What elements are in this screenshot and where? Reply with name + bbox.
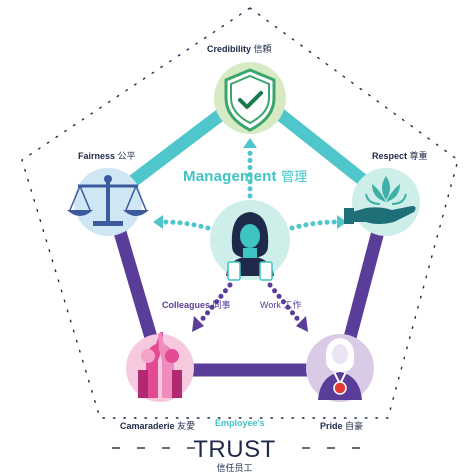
camaraderie-label: Camaraderie 友愛	[120, 419, 195, 432]
pride-label-en: Pride	[320, 421, 343, 431]
center-person-node	[210, 200, 290, 281]
lotus-hand-icon	[344, 176, 416, 224]
fairness-node	[67, 168, 149, 236]
fairness-label: Fairness 公平	[78, 149, 136, 162]
high-five-icon	[138, 332, 182, 398]
employees-label: Employee's	[215, 418, 265, 428]
medal-person-icon	[318, 338, 362, 400]
credibility-label: Credibility 信頼	[207, 42, 272, 55]
arrow-right	[289, 215, 347, 231]
credibility-label-zh: 信頼	[253, 44, 272, 54]
management-label-zh: 管理	[281, 169, 308, 184]
colleagues-label-zh: 同事	[212, 300, 231, 310]
management-label-en: Management	[183, 168, 277, 185]
fairness-label-zh: 公平	[117, 151, 136, 161]
fairness-label-en: Fairness	[78, 151, 116, 161]
camaraderie-node	[126, 332, 194, 402]
credibility-node	[214, 62, 286, 134]
respect-label-zh: 尊重	[409, 151, 428, 161]
camaraderie-label-zh: 友愛	[177, 421, 196, 431]
person-icon	[226, 212, 274, 281]
respect-label-en: Respect	[372, 151, 408, 161]
pride-label-zh: 自豪	[345, 421, 364, 431]
respect-label: Respect 尊重	[372, 149, 428, 162]
trust-title: TRUST	[193, 436, 276, 463]
arrow-up	[243, 138, 257, 199]
trust-subtitle: 信任员工	[216, 463, 253, 473]
colleagues-label-en: Colleagues	[162, 300, 211, 310]
management-label: Management 管理	[183, 166, 307, 185]
camaraderie-label-en: Camaraderie	[120, 421, 175, 431]
credibility-label-en: Credibility	[207, 44, 252, 54]
work-label: Work 工作	[260, 298, 301, 311]
respect-node	[344, 168, 420, 236]
pride-node	[306, 334, 374, 402]
colleagues-label: Colleagues 同事	[162, 298, 231, 311]
shield-check-icon	[224, 68, 276, 132]
arrow-down-right	[267, 282, 308, 332]
work-label-zh: 工作	[283, 300, 302, 310]
arrow-down-left	[192, 282, 233, 332]
arrow-left	[153, 215, 211, 231]
pride-label: Pride 自豪	[320, 419, 363, 432]
work-label-en: Work	[260, 300, 281, 310]
scales-icon	[67, 175, 149, 226]
